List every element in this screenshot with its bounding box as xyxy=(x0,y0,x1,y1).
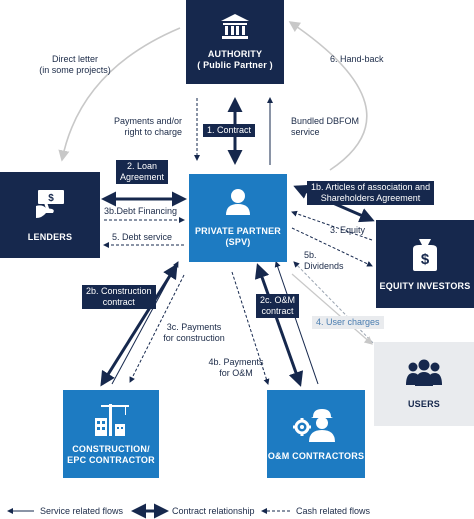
dividends-line-2: Dividends xyxy=(304,261,344,271)
dividends-line-1: 5b. xyxy=(304,250,317,260)
user-charges-tag: 4. User charges xyxy=(312,316,384,329)
cash-hand-icon: $ xyxy=(36,189,64,218)
payments-construction-label: 3c. Payments for construction xyxy=(152,322,236,344)
direct-letter-label: Direct letter (in some projects) xyxy=(30,54,120,76)
construction-contract-line-1: 2b. Construction xyxy=(86,286,152,296)
private-partner-subtitle: (SPV) xyxy=(225,237,251,247)
construction-contract-tag: 2b. Construction contract xyxy=(82,285,156,309)
construction-box: CONSTRUCTION/ EPC CONTRACTOR xyxy=(63,390,159,478)
construction-contract-flow xyxy=(100,263,178,387)
private-partner-title: PRIVATE PARTNER xyxy=(194,226,281,236)
svg-text:$: $ xyxy=(48,193,54,204)
handback-label: 6. Hand-back xyxy=(330,54,384,64)
construction-service-flow xyxy=(111,261,179,385)
construction-subtitle: EPC CONTRACTOR xyxy=(67,455,155,465)
handback-flow xyxy=(288,21,368,171)
worker-gear-icon xyxy=(293,408,335,442)
user-charges-flow xyxy=(293,261,381,351)
payments-om-line-2: for O&M xyxy=(219,368,253,378)
bundled-line-2: service xyxy=(291,127,320,137)
money-bag-icon: $ xyxy=(413,238,437,271)
loan-tag: 2. Loan Agreement xyxy=(116,160,169,184)
payments-om-line-1: 4b. Payments xyxy=(208,357,264,367)
payments-line-2: right to charge xyxy=(124,127,182,137)
loan-line-2: Agreement xyxy=(120,172,165,182)
om-service-flow xyxy=(274,261,319,385)
users-service-flow xyxy=(291,273,373,345)
articles-line-1: 1b. Articles of association and xyxy=(311,182,431,192)
direct-letter-line-2: (in some projects) xyxy=(39,65,111,75)
crane-building-icon xyxy=(95,404,129,436)
payments-construction-line-2: for construction xyxy=(163,333,225,343)
authority-title: AUTHORITY xyxy=(207,49,263,59)
users-title: USERS xyxy=(407,398,440,409)
person-icon xyxy=(226,189,250,215)
lenders-title: LENDERS xyxy=(27,231,73,242)
legend-contract-label: Contract relationship xyxy=(172,506,255,516)
lenders-box: $ LENDERS xyxy=(0,172,100,258)
loan-line-1: 2. Loan xyxy=(127,161,158,171)
articles-tag: 1b. Articles of association and Sharehol… xyxy=(307,181,435,205)
contract-tag: 1. Contract xyxy=(203,124,256,137)
debt-service-label: 5. Debt service xyxy=(112,232,173,242)
payments-label: Payments and/or right to charge xyxy=(100,116,182,138)
payments-line-1: Payments and/or xyxy=(113,116,182,126)
om-contract-line-2: contract xyxy=(261,306,294,316)
legend-service-label: Service related flows xyxy=(40,506,124,516)
om-contract-tag: 2c. O&M contract xyxy=(256,294,300,318)
construction-title: CONSTRUCTION/ xyxy=(72,444,150,454)
equity-investors-title: EQUITY INVESTORS xyxy=(379,280,471,291)
svg-text:$: $ xyxy=(421,251,430,268)
articles-line-2: Shareholders Agreement xyxy=(320,193,421,203)
payments-construction-line-1: 3c. Payments xyxy=(166,322,222,332)
people-group-icon xyxy=(406,359,442,386)
authority-box: AUTHORITY ( Public Partner ) xyxy=(186,0,284,84)
om-box: O&M CONTRACTORS xyxy=(267,390,365,478)
dividends-label: 5b. Dividends xyxy=(304,250,344,272)
equity-investors-box: $ EQUITY INVESTORS xyxy=(376,220,474,308)
om-contract-line-1: 2c. O&M xyxy=(260,295,296,305)
bundled-line-1: Bundled DBFOM xyxy=(291,116,360,126)
users-box: USERS xyxy=(374,342,474,426)
equity-label: 3. Equity xyxy=(330,225,366,235)
direct-letter-flow xyxy=(58,27,181,162)
om-contract-flow xyxy=(254,263,304,387)
authority-subtitle: ( Public Partner ) xyxy=(197,60,273,70)
equity-flow xyxy=(291,210,373,241)
bundled-label: Bundled DBFOM service xyxy=(291,116,359,138)
construction-contract-line-2: contract xyxy=(102,297,135,307)
om-title: O&M CONTRACTORS xyxy=(267,450,365,461)
payments-om-label: 4b. Payments for O&M xyxy=(198,357,274,379)
legend-cash-label: Cash related flows xyxy=(296,506,371,516)
government-building-icon xyxy=(221,14,249,39)
direct-letter-line-1: Direct letter xyxy=(51,54,98,64)
private-partner-box: PRIVATE PARTNER (SPV) xyxy=(189,174,287,262)
debt-financing-label: 3b.Debt Financing xyxy=(104,206,178,216)
